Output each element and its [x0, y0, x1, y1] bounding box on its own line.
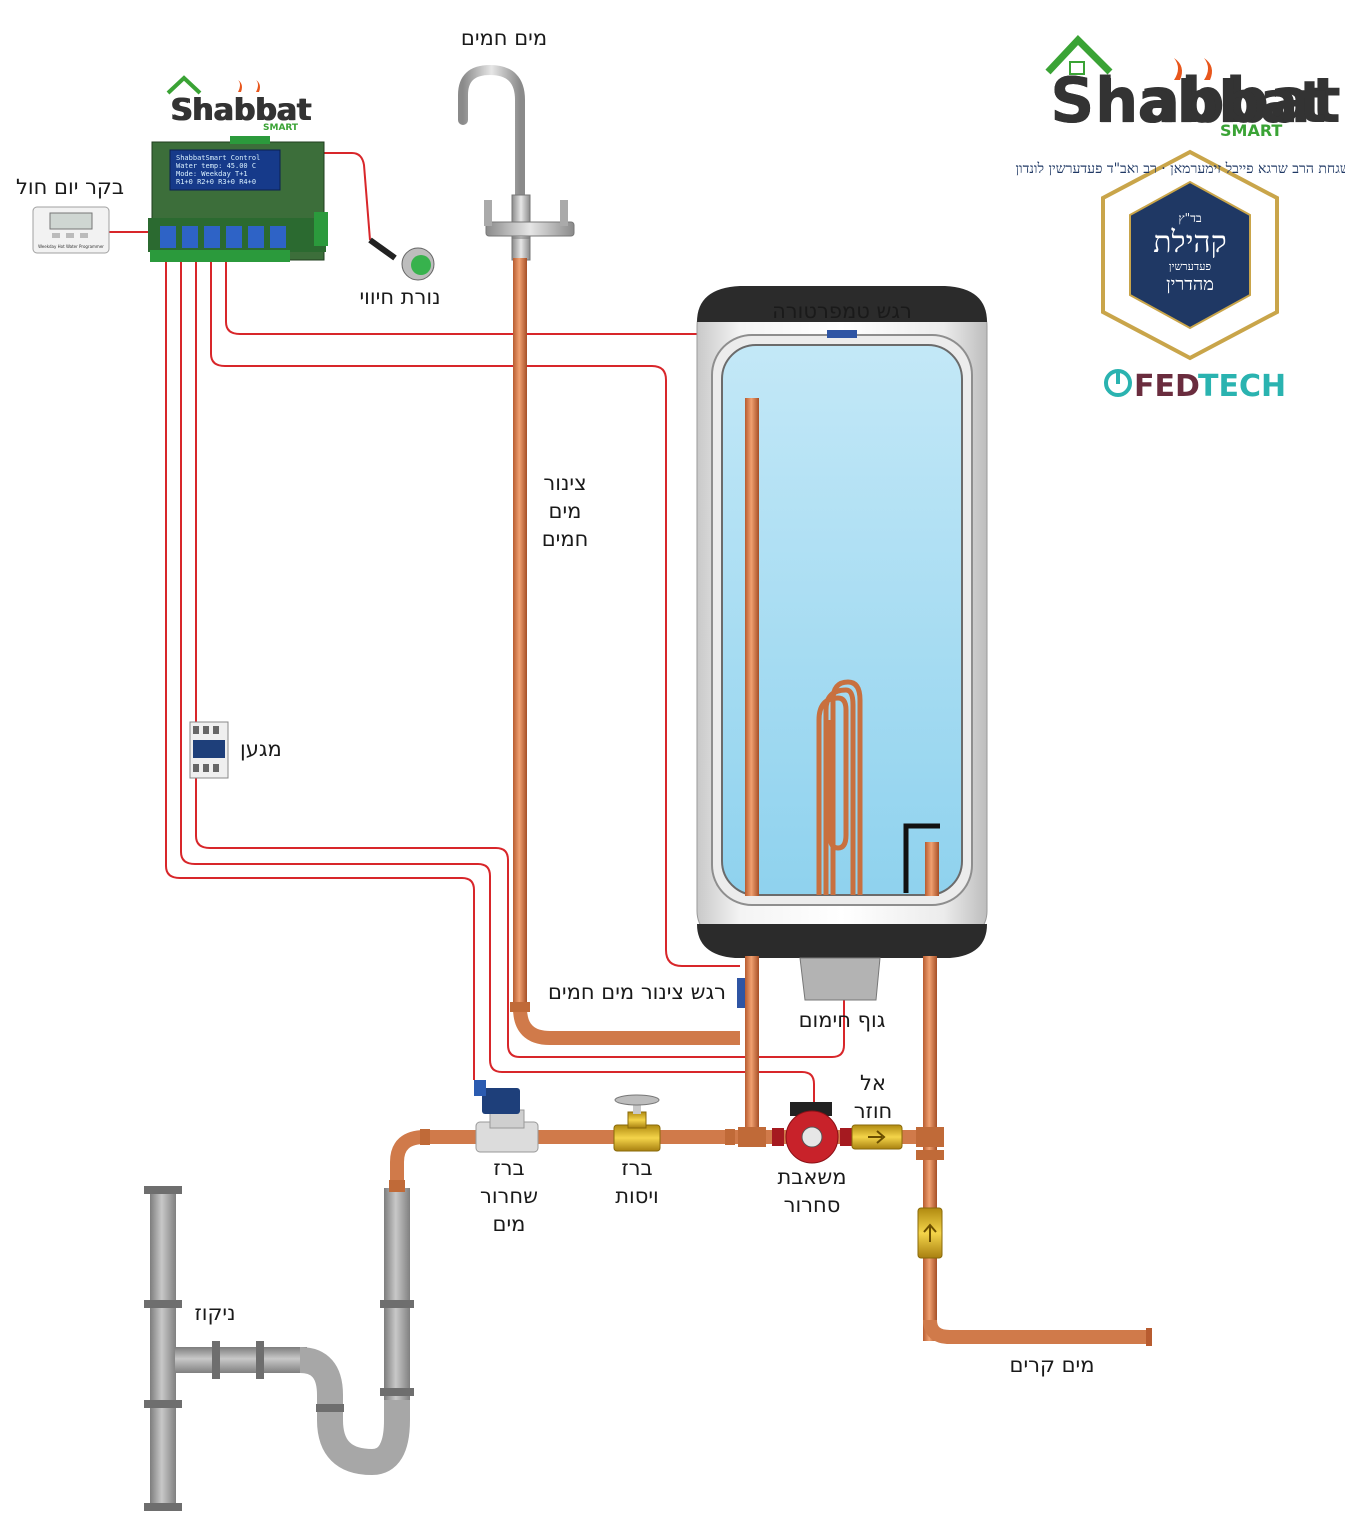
label-cold-water: מים קרים — [1010, 1353, 1095, 1377]
svg-text:בהשגחת הרב שרגא פייבל זימערמאן: בהשגחת הרב שרגא פייבל זימערמאן · רב ואב"… — [1015, 161, 1345, 177]
svg-text:habbat: habbat — [193, 93, 312, 128]
check-valve — [851, 1124, 903, 1150]
heating-coil — [816, 679, 863, 895]
label-hot-water-pipe-line2: מים — [549, 499, 582, 523]
temperature-sensor-marker — [827, 330, 857, 338]
svg-text:S: S — [172, 93, 194, 128]
label-contactor: מגען — [240, 737, 282, 761]
label-hot-water-tap: מים חמים — [461, 26, 547, 50]
label-hot-water-pipe-line3: חמים — [542, 527, 589, 551]
hot-water-tap — [458, 64, 575, 261]
heating-element-housing — [799, 957, 881, 1001]
label-release-valve-line3: מים — [493, 1212, 526, 1236]
label-control-valve-line2: ויסות — [615, 1184, 659, 1208]
svg-text:TECH: TECH — [1198, 369, 1286, 404]
svg-text:Mode: Weekday T+1: Mode: Weekday T+1 — [176, 170, 248, 178]
wire-release-valve — [165, 262, 475, 1080]
svg-text:R1+0 R2+0 R3+0 R4+0: R1+0 R2+0 R3+0 R4+0 — [176, 178, 256, 186]
label-temperature-sensor: רגש טמפרטורה — [772, 299, 912, 323]
contactor-device — [189, 721, 229, 779]
label-hot-pipe-sensor: רגש צינור מים חמים — [548, 980, 726, 1004]
label-weekday-controller: בקר יום חול — [16, 175, 124, 199]
hot-pipe-sensor-marker — [737, 978, 745, 1008]
control-valve — [613, 1094, 661, 1152]
controller-screen: ShabbatSmart Control Water temp: 45.00 C… — [176, 154, 260, 186]
label-release-valve-line2: שחרור — [480, 1184, 538, 1208]
label-hot-water-pipe-line1: צינור — [543, 471, 586, 495]
label-heating-element: גוף חימום — [799, 1008, 886, 1032]
weekday-programmer-device: Weekday Hot Water Programmer — [32, 206, 110, 254]
wire-contactor-out — [195, 778, 845, 1058]
svg-text:בד"ץ: בד"ץ — [1178, 211, 1202, 225]
tank-hot-outlet-pipe — [745, 956, 759, 1146]
svg-text:Shabbat: Shabbat — [170, 93, 311, 128]
svg-text:ShabbatSmart Control: ShabbatSmart Control — [176, 154, 260, 162]
shabbat-smart-logo-large: S Shabbat habbat SMART — [1045, 34, 1341, 140]
kehilat-seal: בהשגחת הרב שרגא פייבל זימערמאן · רב ואב"… — [1015, 149, 1345, 361]
release-valve-solenoid — [474, 1080, 539, 1153]
cold-inlet-check-valve — [917, 1207, 943, 1259]
tank-cold-inlet-pipe — [923, 956, 937, 1341]
svg-text:פעדערשין: פעדערשין — [1169, 260, 1212, 273]
wire-pump — [180, 262, 815, 1105]
fedtech-logo: FED TECH — [1104, 369, 1286, 404]
svg-text:S: S — [1050, 64, 1095, 137]
control-wires — [108, 152, 845, 1105]
cold-pipe-end — [1146, 1328, 1152, 1346]
label-control-valve-line1: ברז — [621, 1156, 652, 1180]
weekday-device-caption: Weekday Hot Water Programmer — [38, 244, 104, 249]
svg-text:קהילת: קהילת — [1153, 225, 1227, 260]
hot-water-pipe — [510, 258, 740, 1045]
label-drain: ניקוז — [195, 1301, 236, 1325]
label-check-valve-line1: אל — [860, 1071, 886, 1095]
shabbat-smart-logo-small: S Shabbat habbat SMART — [166, 75, 312, 133]
indicator-light-device — [368, 237, 435, 281]
circulation-pump — [772, 1102, 852, 1164]
svg-text:מהדרין: מהדרין — [1166, 274, 1214, 295]
label-indicator-light: נורת חיווי — [359, 285, 440, 309]
wire-temperature-sensor — [225, 262, 830, 335]
controller-board — [148, 136, 328, 262]
svg-text:Water temp: 45.00 C: Water temp: 45.00 C — [176, 162, 256, 170]
label-check-valve-line2: חוזר — [854, 1099, 893, 1123]
wire-indicator-light — [322, 152, 371, 241]
label-release-pump-line2: סחרור — [784, 1193, 841, 1217]
water-heater-tank — [696, 286, 988, 1001]
svg-text:habbat: habbat — [1096, 68, 1326, 136]
drain-inlet-copper — [389, 1180, 405, 1192]
svg-text:Shabbat: Shabbat — [1050, 64, 1341, 137]
svg-text:SMART: SMART — [1220, 121, 1282, 140]
wire-hot-pipe-sensor — [210, 262, 740, 967]
cold-water-supply-pipe — [923, 1319, 1148, 1344]
drain-pipes — [144, 1186, 414, 1511]
svg-text:SMART: SMART — [263, 123, 299, 133]
main-circulation-pipe — [390, 1127, 944, 1195]
label-release-valve-line1: ברז — [493, 1156, 524, 1180]
label-release-pump-line1: משאבת — [777, 1165, 846, 1189]
svg-text:FED: FED — [1134, 369, 1200, 404]
